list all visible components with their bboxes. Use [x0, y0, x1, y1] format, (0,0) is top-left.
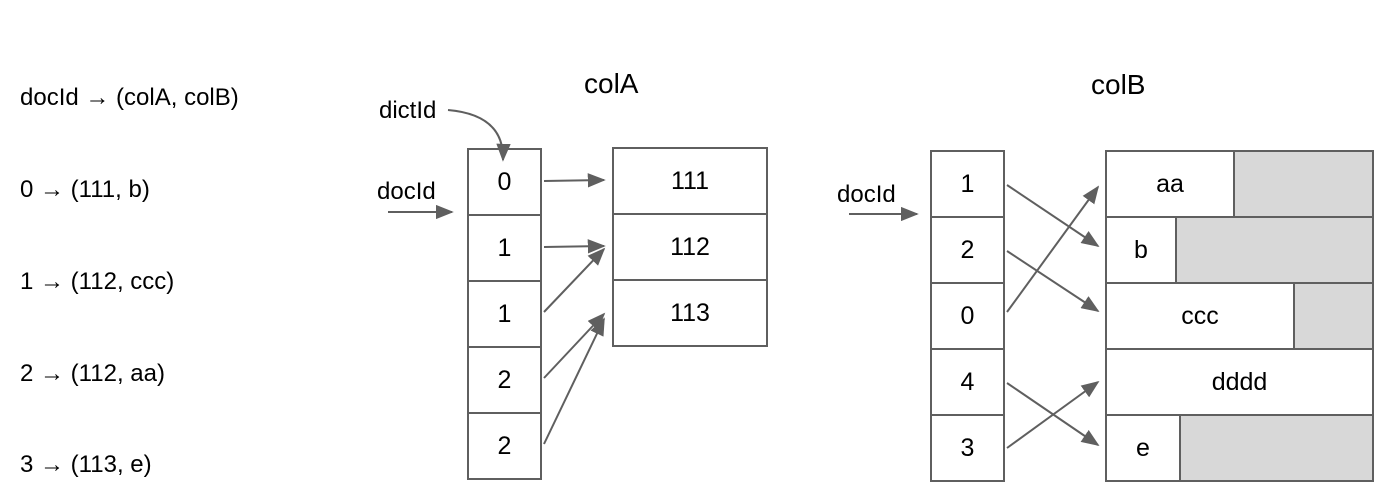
colA-docid-label: docId: [377, 178, 436, 205]
colA-arrow-row0-to-111: [543, 173, 606, 188]
colB-dictid-cell-3: 4: [930, 348, 1005, 416]
legend-line: 1 → (112, ccc): [20, 267, 175, 295]
colA-arrow-row2-to-112: [543, 247, 606, 313]
colA-dictionary-row-112: 112: [612, 213, 768, 281]
colB-dictionary-row-b: b: [1105, 216, 1374, 284]
colA-dictionary-row-113: 113: [612, 279, 768, 347]
colB-dictid-cell-2: 0: [930, 282, 1005, 350]
colB-value-e: e: [1107, 416, 1181, 480]
colA-dictid-cell-2: 1: [467, 280, 542, 348]
colB-title: colB: [1091, 69, 1146, 100]
docid-mapping-legend: docId → (colA, colB) 0 → (111, b) 1 → (1…: [20, 22, 239, 504]
colA-title: colA: [584, 68, 639, 99]
colB-arrow-row4-to-dddd: [1006, 380, 1100, 449]
colB-value-aa: aa: [1107, 152, 1235, 216]
legend-line: 0 → (111, b): [20, 175, 150, 203]
colB-value-dddd: dddd: [1107, 350, 1372, 414]
colB-dictid-cell-4: 3: [930, 414, 1005, 482]
colB-dictionary-row-ccc: ccc: [1105, 282, 1374, 350]
colB-dictionary-row-aa: aa: [1105, 150, 1374, 218]
colB-arrow-row2-to-aa: [1006, 185, 1100, 313]
legend-line: 3 → (113, e): [20, 451, 152, 479]
colA-dictionary-row-111: 111: [612, 147, 768, 215]
colA-dictid-cell-3: 2: [467, 346, 542, 414]
colA-dictid-cell-1: 1: [467, 214, 542, 282]
legend-line: docId → (colA, colB): [20, 84, 239, 112]
dictid-label: dictId: [379, 97, 437, 124]
colB-dictionary-row-dddd: dddd: [1105, 348, 1374, 416]
colA-arrow-row4-to-113: [543, 317, 605, 445]
colB-value-b: b: [1107, 218, 1177, 282]
colB-arrow-row0-to-b: [1006, 184, 1100, 248]
colB-dictid-cell-1: 2: [930, 216, 1005, 284]
colA-arrow-row1-to-112: [543, 239, 606, 254]
colB-dictid-cell-0: 1: [930, 150, 1005, 218]
colB-dictionary-row-e: e: [1105, 414, 1374, 482]
colB-arrow-row3-to-e: [1006, 382, 1100, 447]
colB-value-ccc: ccc: [1107, 284, 1295, 348]
colB-docid-label: docId: [837, 181, 896, 208]
colA-dictid-cell-0: 0: [467, 148, 542, 216]
colA-dictid-cell-4: 2: [467, 412, 542, 480]
colA-arrow-row3-to-113: [543, 312, 606, 379]
legend-line: 2 → (112, aa): [20, 359, 165, 387]
colB-arrow-row1-to-ccc: [1006, 250, 1100, 312]
